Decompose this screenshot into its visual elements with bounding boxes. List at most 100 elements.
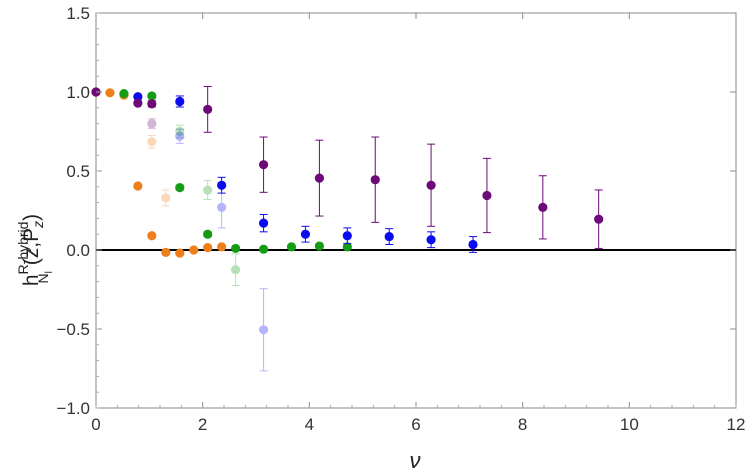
data-marker xyxy=(147,137,157,147)
data-marker xyxy=(231,243,241,254)
y-tick-label: −0.5 xyxy=(56,320,90,339)
data-marker xyxy=(105,88,115,98)
data-marker xyxy=(133,92,143,102)
data-point xyxy=(426,143,436,227)
data-marker xyxy=(594,214,604,224)
data-point xyxy=(217,242,227,252)
data-marker xyxy=(203,229,213,239)
data-marker xyxy=(370,175,380,185)
data-point xyxy=(370,136,380,223)
data-marker xyxy=(119,88,129,99)
data-marker xyxy=(203,185,213,195)
data-point xyxy=(175,182,185,193)
data-marker xyxy=(258,218,269,228)
data-marker xyxy=(147,231,157,241)
data-marker xyxy=(203,243,213,253)
data-point xyxy=(286,242,297,252)
data-marker xyxy=(258,160,269,170)
x-tick-label: 4 xyxy=(305,415,314,434)
data-point xyxy=(147,231,157,241)
data-point xyxy=(189,245,199,255)
x-tick-label: 10 xyxy=(620,415,639,434)
data-point xyxy=(147,134,157,149)
y-axis-label: hR-hybridNl(z,Pz) xyxy=(15,214,55,286)
data-marker xyxy=(133,181,143,191)
data-point xyxy=(314,241,325,251)
data-marker xyxy=(286,242,297,252)
data-point xyxy=(161,189,171,207)
x-tick-label: 12 xyxy=(727,415,746,434)
data-point xyxy=(258,244,269,254)
data-marker xyxy=(538,202,548,212)
data-marker xyxy=(147,119,157,129)
data-marker xyxy=(175,131,185,141)
data-point xyxy=(133,181,143,191)
data-point xyxy=(105,88,115,98)
data-marker xyxy=(384,231,394,242)
x-tick-label: 2 xyxy=(198,415,207,434)
plot-frame xyxy=(95,12,737,409)
data-marker xyxy=(426,180,436,190)
data-point xyxy=(161,247,171,257)
data-point xyxy=(384,228,394,245)
y-tick-label: 0.0 xyxy=(66,241,90,260)
data-point xyxy=(594,189,604,249)
data-marker xyxy=(133,98,143,108)
data-marker xyxy=(342,242,352,252)
data-marker xyxy=(300,229,311,239)
data-point xyxy=(175,124,185,139)
data-marker xyxy=(258,244,269,254)
x-tick-label: 8 xyxy=(518,415,527,434)
data-point xyxy=(258,213,269,233)
data-point xyxy=(203,243,213,253)
data-marker xyxy=(482,190,492,201)
data-marker xyxy=(258,325,269,335)
data-point xyxy=(426,231,436,249)
data-marker xyxy=(175,248,185,258)
data-marker xyxy=(314,173,325,183)
data-point xyxy=(203,85,213,133)
data-point xyxy=(175,128,185,144)
data-point xyxy=(482,157,492,234)
data-marker xyxy=(175,96,185,107)
data-marker xyxy=(175,182,185,193)
data-point xyxy=(175,95,185,108)
data-point xyxy=(147,118,157,129)
data-point xyxy=(203,179,213,200)
data-point xyxy=(468,236,478,253)
y-tick-label: 1.5 xyxy=(66,4,90,23)
x-tick-label: 0 xyxy=(91,415,100,434)
data-point xyxy=(175,248,185,258)
data-marker xyxy=(314,241,325,251)
data-marker xyxy=(147,99,157,109)
data-point xyxy=(147,99,157,109)
data-point xyxy=(231,253,241,287)
data-point xyxy=(258,136,269,193)
data-point xyxy=(133,92,143,102)
data-point xyxy=(133,98,143,108)
data-marker xyxy=(189,245,199,255)
data-marker xyxy=(175,126,185,137)
data-point xyxy=(342,242,352,252)
y-tick-label: 1.0 xyxy=(66,83,90,102)
y-tick-label: 0.5 xyxy=(66,162,90,181)
data-marker xyxy=(217,202,227,212)
data-point xyxy=(217,186,227,229)
data-marker xyxy=(203,104,213,114)
y-tick-label: −1.0 xyxy=(56,399,90,418)
data-marker xyxy=(217,180,227,190)
data-point xyxy=(147,91,157,101)
data-point xyxy=(300,225,311,243)
data-marks xyxy=(91,85,604,372)
data-marker xyxy=(161,193,171,203)
data-marker xyxy=(468,239,478,250)
data-point xyxy=(258,288,269,372)
data-point xyxy=(231,243,241,254)
data-point xyxy=(217,176,227,194)
data-marker xyxy=(217,242,227,252)
data-marker xyxy=(161,247,171,257)
data-point xyxy=(538,175,548,240)
data-point xyxy=(342,227,352,245)
